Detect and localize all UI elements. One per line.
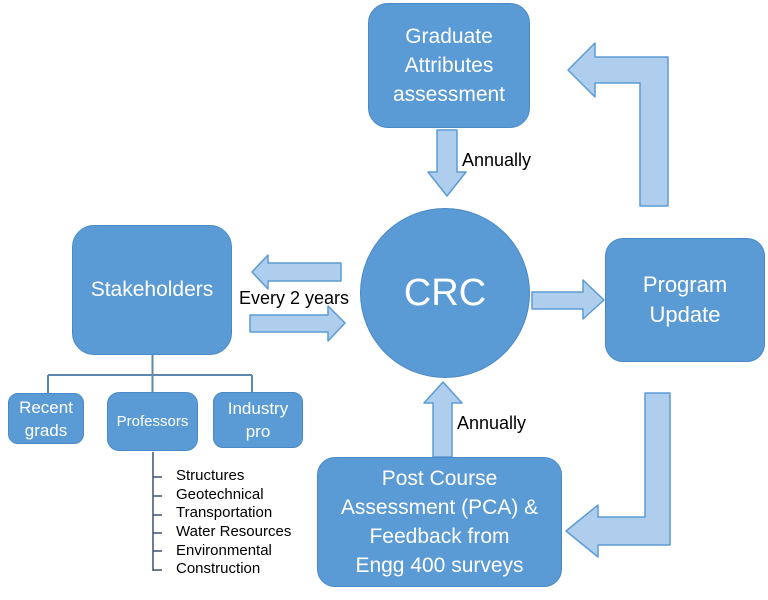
arrow-graduate-to-crc (427, 129, 467, 197)
arrow-pca-to-crc (423, 381, 463, 458)
label-annually-bottom: Annually (457, 413, 527, 433)
arrow-crc-to-program-update (531, 279, 605, 320)
list-item: Geotechnical (176, 485, 264, 503)
list-item: Transportation (176, 504, 273, 522)
specialties-list: Structures Geotechnical Transportation W… (176, 467, 291, 579)
label-every-2-years: Every 2 years (239, 288, 350, 308)
label-annually-top: Annually (462, 150, 532, 170)
node-post-course-assessment: Post Course Assessment (PCA) & Feedback … (317, 457, 562, 587)
arrow-stakeholders-to-crc (249, 305, 346, 342)
arrow-program-update-to-graduate (567, 42, 669, 207)
node-stakeholders: Stakeholders (72, 225, 232, 355)
node-recent-grads: Recent grads (8, 393, 84, 444)
arrow-program-update-to-pca (565, 392, 671, 558)
list-item: Water Resources (176, 523, 292, 541)
list-item: Construction (176, 560, 261, 578)
professors-list-connector (152, 452, 162, 571)
node-crc: CRC (360, 208, 530, 378)
list-item: Structures (176, 467, 245, 484)
list-item: Environmental (176, 541, 272, 559)
node-graduate-attributes-assessment: Graduate Attributes assessment (368, 3, 530, 128)
stakeholders-tree-connector (47, 355, 253, 393)
node-professors: Professors (107, 392, 198, 451)
arrow-crc-to-stakeholders (251, 254, 342, 290)
node-program-update: Program Update (605, 238, 765, 362)
node-industry-pro: Industry pro (213, 392, 303, 448)
